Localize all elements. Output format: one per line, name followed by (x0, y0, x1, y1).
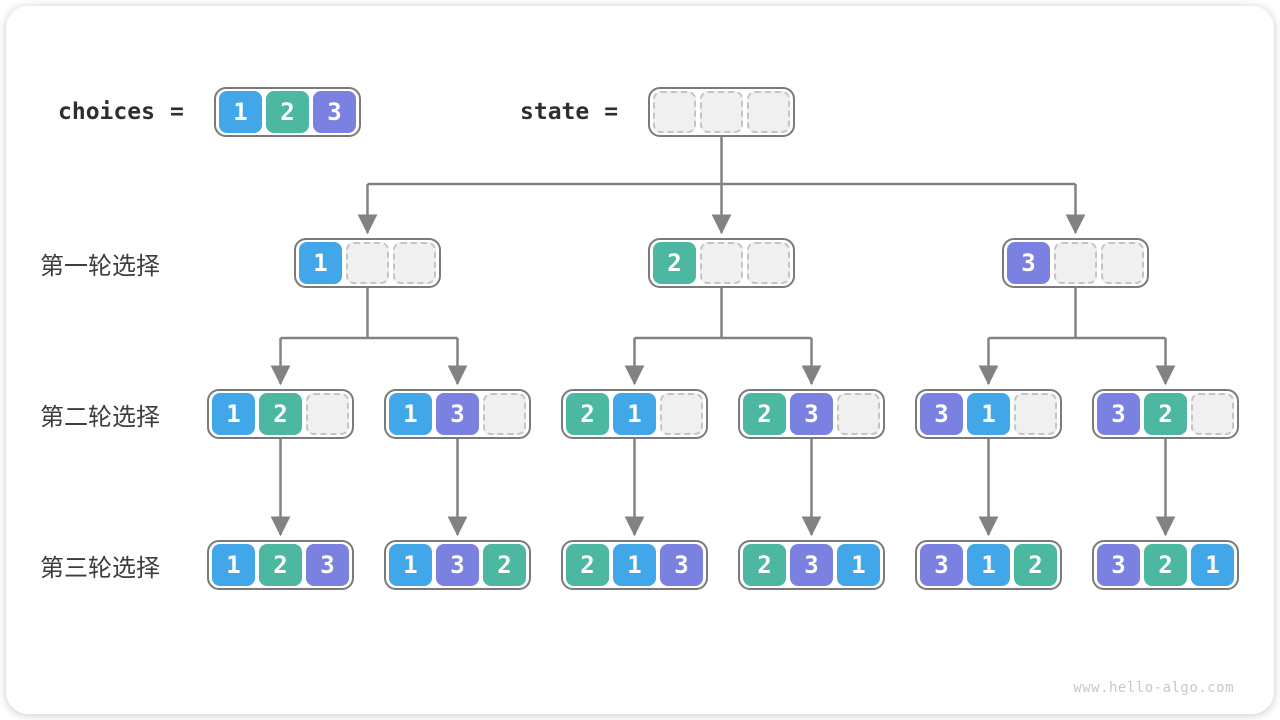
value-cell-1: 1 (389, 544, 432, 586)
state-label-text: state (520, 99, 590, 125)
value-cell-1: 1 (299, 242, 342, 284)
value-cell-1: 1 (212, 544, 255, 586)
state-box-l1-1: 1 (294, 238, 441, 288)
choices-equals-sign: = (169, 99, 184, 125)
value-cell-3: 3 (920, 544, 963, 586)
empty-cell (1101, 242, 1144, 284)
value-cell-2: 2 (1144, 393, 1187, 435)
figure-card (6, 6, 1274, 714)
empty-cell (393, 242, 436, 284)
value-cell-1: 1 (389, 393, 432, 435)
round-2-label: 第二轮选择 (40, 403, 160, 431)
value-cell-2: 2 (266, 91, 309, 133)
empty-cell (1054, 242, 1097, 284)
value-cell-3: 3 (1097, 393, 1140, 435)
value-cell-2: 2 (566, 544, 609, 586)
state-root-box (648, 87, 795, 137)
round-1-label: 第一轮选择 (40, 252, 160, 280)
state-label: state = (520, 87, 618, 137)
empty-cell (346, 242, 389, 284)
value-cell-2: 2 (653, 242, 696, 284)
empty-cell (1014, 393, 1057, 435)
value-cell-2: 2 (743, 393, 786, 435)
value-cell-1: 1 (613, 393, 656, 435)
value-cell-1: 1 (613, 544, 656, 586)
value-cell-1: 1 (219, 91, 262, 133)
value-cell-2: 2 (483, 544, 526, 586)
round-3-label: 第三轮选择 (40, 554, 160, 582)
value-cell-3: 3 (306, 544, 349, 586)
watermark-text: www.hello-algo.com (1073, 680, 1234, 696)
choices-label: choices = (58, 87, 184, 137)
empty-cell (1191, 393, 1234, 435)
empty-cell (653, 91, 696, 133)
empty-cell (700, 91, 743, 133)
value-cell-2: 2 (1144, 544, 1187, 586)
value-cell-2: 2 (259, 393, 302, 435)
value-cell-1: 1 (967, 544, 1010, 586)
value-cell-3: 3 (1007, 242, 1050, 284)
value-cell-3: 3 (660, 544, 703, 586)
value-cell-3: 3 (790, 544, 833, 586)
value-cell-1: 1 (1191, 544, 1234, 586)
empty-cell (306, 393, 349, 435)
value-cell-3: 3 (920, 393, 963, 435)
state-equals-sign: = (604, 99, 619, 125)
value-cell-2: 2 (1014, 544, 1057, 586)
empty-cell (660, 393, 703, 435)
empty-cell (837, 393, 880, 435)
value-cell-2: 2 (259, 544, 302, 586)
state-box-l1-3: 3 (1002, 238, 1149, 288)
value-cell-2: 2 (566, 393, 609, 435)
choices-label-text: choices (58, 99, 155, 125)
state-box-l1-2: 2 (648, 238, 795, 288)
value-cell-3: 3 (1097, 544, 1140, 586)
value-cell-1: 1 (837, 544, 880, 586)
empty-cell (483, 393, 526, 435)
value-cell-2: 2 (743, 544, 786, 586)
value-cell-3: 3 (436, 393, 479, 435)
value-cell-1: 1 (967, 393, 1010, 435)
value-cell-3: 3 (436, 544, 479, 586)
empty-cell (747, 91, 790, 133)
empty-cell (747, 242, 790, 284)
value-cell-1: 1 (212, 393, 255, 435)
value-cell-3: 3 (313, 91, 356, 133)
empty-cell (700, 242, 743, 284)
value-cell-3: 3 (790, 393, 833, 435)
